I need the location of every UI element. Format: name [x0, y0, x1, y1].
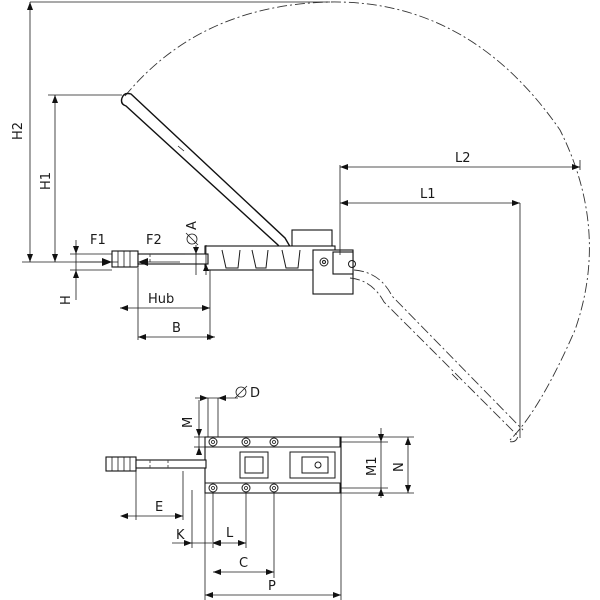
dim-l1: L1	[340, 187, 521, 438]
dim-e: E	[120, 471, 184, 520]
handle-closed	[349, 269, 524, 443]
diameter-symbol-icon	[186, 233, 198, 245]
label-b: B	[172, 321, 181, 336]
label-k: K	[176, 528, 185, 543]
label-m: M	[181, 417, 196, 428]
label-l1: L1	[420, 187, 436, 202]
label-f2: F2	[146, 233, 162, 248]
pivot-pin	[319, 257, 329, 267]
label-n: N	[392, 462, 407, 472]
dim-p: P	[204, 493, 342, 600]
side-view: H2 H1 L2 L1	[11, 1, 590, 443]
dim-h1: H1	[39, 94, 122, 262]
label-hub: Hub	[148, 292, 174, 307]
dim-hub: Hub	[120, 268, 211, 340]
plunger	[111, 250, 209, 268]
label-l2: L2	[455, 151, 471, 166]
clamp-body	[204, 229, 356, 295]
dim-n: N	[341, 436, 414, 494]
plunger-top	[105, 456, 207, 472]
label-e: E	[155, 500, 163, 515]
dim-dia-a: A	[185, 221, 209, 275]
label-h: H	[59, 295, 74, 305]
dim-m: M	[181, 400, 205, 455]
label-l: L	[226, 526, 234, 541]
top-view: D M M1 N	[105, 385, 414, 600]
diameter-symbol-icon	[235, 386, 247, 398]
label-f1: F1	[90, 233, 106, 248]
dim-h2: H2	[11, 1, 330, 263]
label-dia-a: A	[185, 221, 200, 230]
dim-dia-d: D	[195, 385, 260, 437]
dim-c: C	[213, 493, 275, 578]
handle-swing-arc	[124, 1, 590, 441]
label-h2: H2	[11, 122, 26, 140]
dim-l2: L2	[339, 151, 581, 255]
dim-h: H	[59, 240, 112, 305]
mounting-holes	[208, 437, 279, 493]
force-arrows: F1 F2	[80, 233, 180, 266]
label-c: C	[239, 556, 248, 571]
dim-b: B	[138, 321, 215, 340]
label-dia-d: D	[250, 386, 260, 401]
label-p: P	[268, 579, 276, 594]
label-m1: M1	[365, 457, 380, 477]
label-h1: H1	[39, 172, 54, 190]
dim-m1: M1	[341, 428, 388, 498]
dim-l: L	[212, 493, 247, 548]
handle-open	[120, 92, 293, 253]
